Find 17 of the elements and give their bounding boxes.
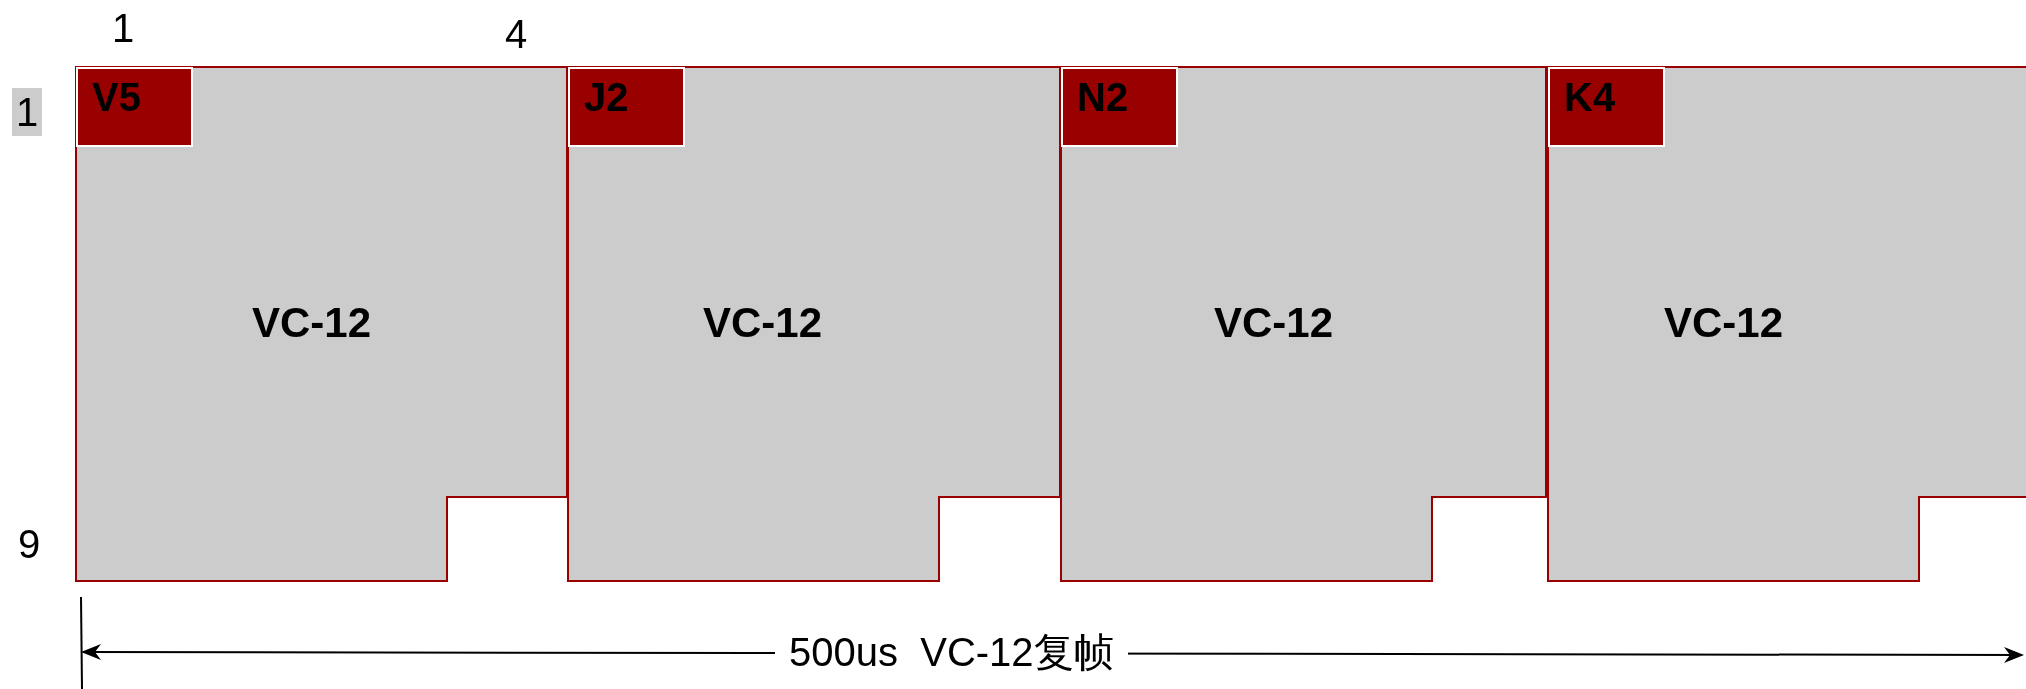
column-number: 1 bbox=[112, 8, 135, 48]
frame-block bbox=[568, 67, 1060, 581]
frame-label: VC-12 bbox=[703, 299, 823, 347]
overhead-byte-box: K4 bbox=[1548, 67, 1665, 147]
row-number: 1 bbox=[12, 88, 43, 136]
frame-block bbox=[76, 67, 567, 581]
overhead-byte-box: J2 bbox=[568, 67, 685, 147]
dimension-label: 500us VC-12复帧 bbox=[775, 632, 1128, 672]
frame-label: VC-12 bbox=[1214, 299, 1334, 347]
column-number: 4 bbox=[505, 14, 528, 54]
row-number: 9 bbox=[18, 524, 41, 564]
frame-block bbox=[1548, 67, 2026, 581]
frame-block bbox=[1061, 67, 1546, 581]
frame-label: VC-12 bbox=[252, 299, 372, 347]
overhead-byte-box: V5 bbox=[76, 67, 193, 147]
frame-label: VC-12 bbox=[1664, 299, 1784, 347]
overhead-byte-box: N2 bbox=[1061, 67, 1178, 147]
